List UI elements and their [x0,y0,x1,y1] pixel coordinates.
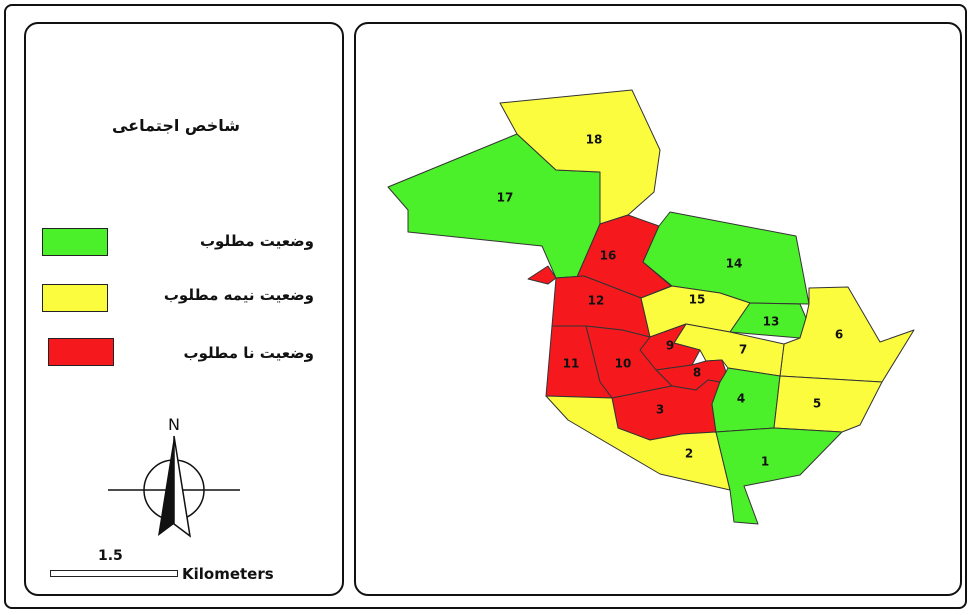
district-label-17: 17 [497,191,514,205]
district-11[interactable] [545,325,613,399]
scale-bar-unit: Kilometers [182,565,274,583]
district-label-15: 15 [689,293,706,307]
legend-swatch-favorable [42,228,108,256]
map-panel [354,22,962,596]
legend-label-unfavorable: وضعیت نا مطلوب [183,344,315,362]
district-label-4: 4 [737,392,745,406]
district-label-16: 16 [600,249,617,263]
district-label-3: 3 [656,403,664,417]
district-label-2: 2 [685,447,693,461]
legend-label-favorable: وضعیت مطلوب [199,232,314,250]
legend-panel: شاخص اجتماعی وضعیت مطلوب وضعیت نیمه مطلو… [24,22,344,596]
legend-title: شاخص اجتماعی [111,116,241,135]
north-arrow-icon: N [108,415,240,538]
district-label-14: 14 [726,257,743,271]
district-label-9: 9 [666,339,674,353]
district-label-12: 12 [588,294,605,308]
north-letter: N [168,415,180,434]
district-label-7: 7 [739,343,747,357]
map-layout-frame [4,4,967,609]
scale-bar-value: 1.5 [98,548,123,564]
district-label-13: 13 [763,315,780,329]
district-label-1: 1 [761,455,769,469]
district-1[interactable] [715,427,843,525]
district-2[interactable] [545,395,731,491]
district-label-6: 6 [835,328,843,342]
district-label-8: 8 [693,366,701,380]
district-4[interactable] [711,367,781,433]
legend-label-semi-favorable: وضعیت نیمه مطلوب [163,286,314,304]
arrow-left-half [158,436,174,536]
legend-swatch-unfavorable [48,338,114,366]
district-label-18: 18 [586,133,603,147]
district-label-10: 10 [615,357,632,371]
district-5[interactable] [773,375,883,433]
district-label-5: 5 [813,397,821,411]
scale-bar [50,570,178,577]
legend-swatch-semi-favorable [42,284,108,312]
district-label-11: 11 [563,357,580,371]
arrow-right-half [173,435,192,538]
